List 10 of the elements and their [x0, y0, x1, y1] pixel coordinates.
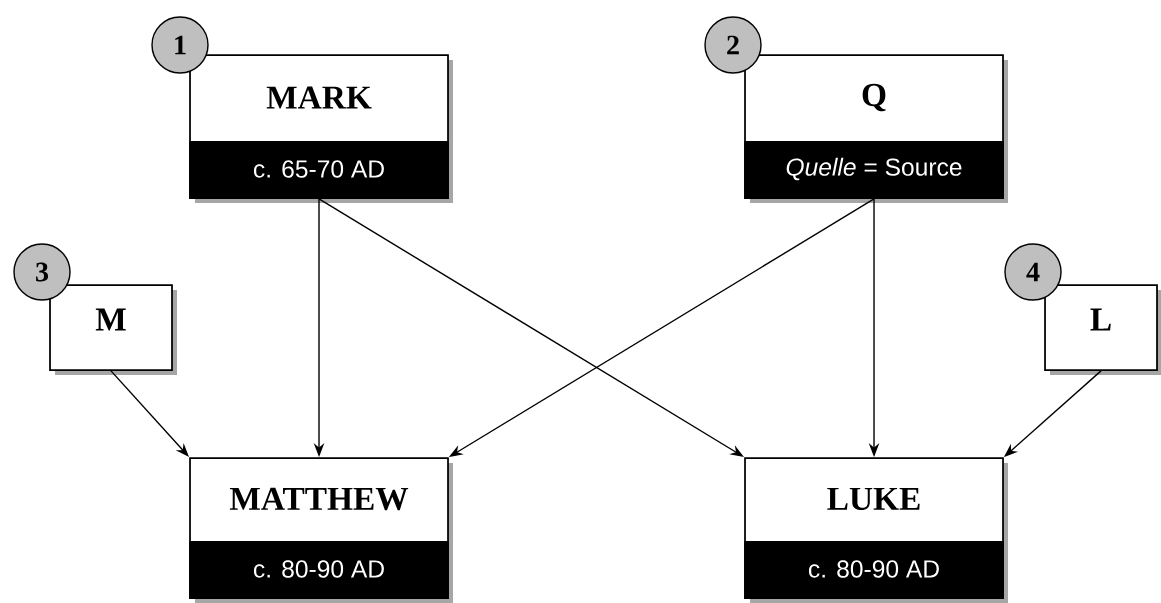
number-badge: 2 — [704, 16, 762, 74]
source-box: LUKE c. 80-90 AD — [744, 457, 1008, 603]
source-box: Q Quelle = Source — [744, 54, 1008, 203]
source-box: M — [49, 284, 177, 375]
number-badge: 4 — [1004, 243, 1062, 301]
number-badge: 3 — [13, 243, 71, 301]
number-badge: 1 — [151, 16, 209, 74]
source-box: MARK c. 65-70 AD — [189, 54, 453, 203]
source-box: MATTHEW c. 80-90 AD — [189, 457, 453, 603]
source-box: L — [1044, 284, 1161, 375]
